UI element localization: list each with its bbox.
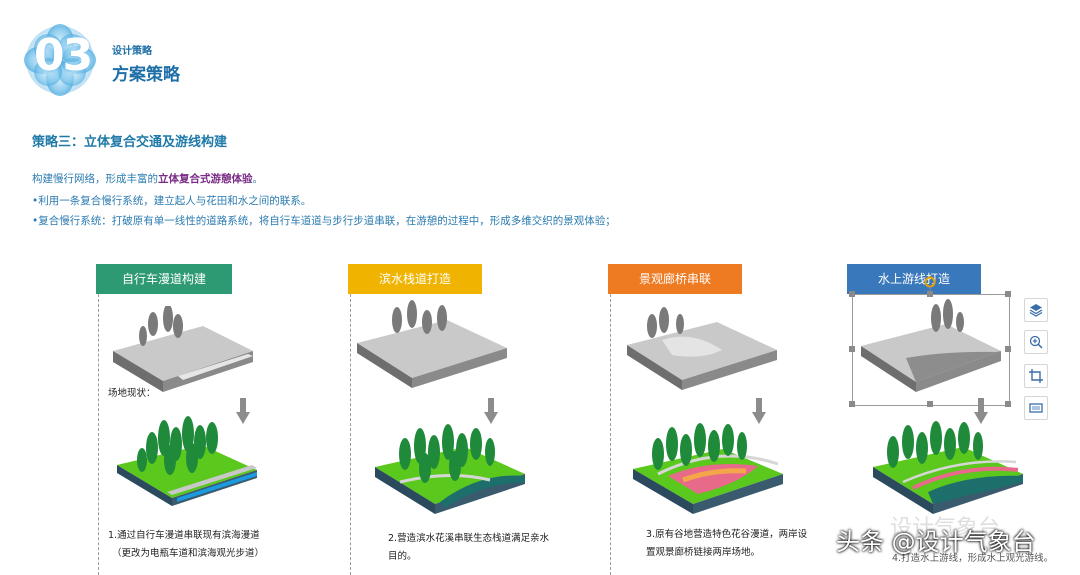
- section-number: 03: [34, 30, 93, 81]
- resize-handle[interactable]: [849, 291, 855, 297]
- column-4-label: 水上游线打造: [847, 264, 981, 294]
- frame-icon: [1029, 403, 1043, 413]
- resize-handle[interactable]: [927, 401, 933, 407]
- intro-line-1: 构建慢行网络，形成丰富的立体复合式游憩体验。: [32, 173, 263, 185]
- column-2-plan-diagram: [375, 424, 525, 514]
- column-2-caption-1: 2.营造滨水花溪串联生态栈道满足亲水: [388, 533, 550, 544]
- resize-handle[interactable]: [1005, 401, 1011, 407]
- resize-handle[interactable]: [849, 346, 855, 352]
- resize-handle[interactable]: [927, 291, 933, 297]
- resize-handle[interactable]: [1005, 346, 1011, 352]
- strategy-title: 策略三：立体复合交通及游线构建: [32, 135, 228, 150]
- column-1-caption-1: 1.通过自行车漫道串联现有滨海漫道: [108, 530, 260, 541]
- column-4-caption-1: 4.打造水上游线，形成水上观光游线。: [892, 553, 1054, 564]
- image-selection-box[interactable]: [852, 294, 1010, 406]
- column-4-site-diagram: [861, 299, 1001, 392]
- arrow-down-icon: [752, 398, 766, 424]
- resize-handle[interactable]: [849, 401, 855, 407]
- column-2-divider: [350, 294, 351, 575]
- zoom-in-icon: [1029, 335, 1043, 349]
- zoom-in-button[interactable]: [1024, 330, 1048, 354]
- column-3-caption-2: 置观景廊桥链接两岸场地。: [646, 547, 761, 558]
- layers-button[interactable]: [1024, 298, 1048, 322]
- column-3-plan-diagram: [633, 423, 783, 514]
- column-3-site-diagram: [627, 307, 777, 390]
- column-3-caption-1: 3.原有谷地营造特色花谷漫道，两岸设: [646, 529, 808, 540]
- watermark-background: 设计气象台: [890, 516, 1001, 541]
- column-2-label: 滨水栈道打造: [348, 264, 482, 294]
- rotate-handle-icon[interactable]: [923, 276, 937, 294]
- arrow-down-icon: [236, 398, 250, 424]
- column-1-caption-2: （更改为电瓶车道和滨海观光步道）: [112, 548, 265, 559]
- intro-line-3: •复合慢行系统：打破原有单一线性的道路系统，将自行车道道与步行步道串联，在游憩的…: [32, 215, 616, 227]
- intro-line-2: •利用一条复合慢行系统，建立起人与花田和水之间的联系。: [32, 195, 312, 207]
- section-title: 方案策略: [112, 65, 180, 85]
- frame-button[interactable]: [1024, 396, 1048, 420]
- column-1-plan-diagram: [117, 416, 257, 506]
- crop-button[interactable]: [1024, 364, 1048, 388]
- column-1-site-diagram: [113, 306, 253, 392]
- section-subtitle: 设计策略: [112, 46, 152, 57]
- arrow-down-icon: [484, 398, 498, 424]
- watermark: 头条 @设计气象台: [836, 528, 1036, 556]
- column-2-caption-2: 目的。: [388, 551, 417, 562]
- section-number-badge: [24, 24, 96, 96]
- column-1-divider: [98, 294, 99, 575]
- column-1-label: 自行车漫道构建: [96, 264, 232, 294]
- column-3-divider: [610, 294, 611, 575]
- layers-icon: [1029, 304, 1043, 317]
- column-3-label: 景观廊桥串联: [608, 264, 742, 294]
- crop-icon: [1029, 369, 1043, 383]
- column-2-site-diagram: [357, 300, 507, 388]
- column-4-plan-diagram: [873, 421, 1023, 514]
- resize-handle[interactable]: [1005, 291, 1011, 297]
- intro-highlight: 立体复合式游憩体验: [158, 173, 253, 185]
- arrow-down-icon: [974, 398, 988, 424]
- column-1-site-note: 场地现状：: [108, 388, 156, 399]
